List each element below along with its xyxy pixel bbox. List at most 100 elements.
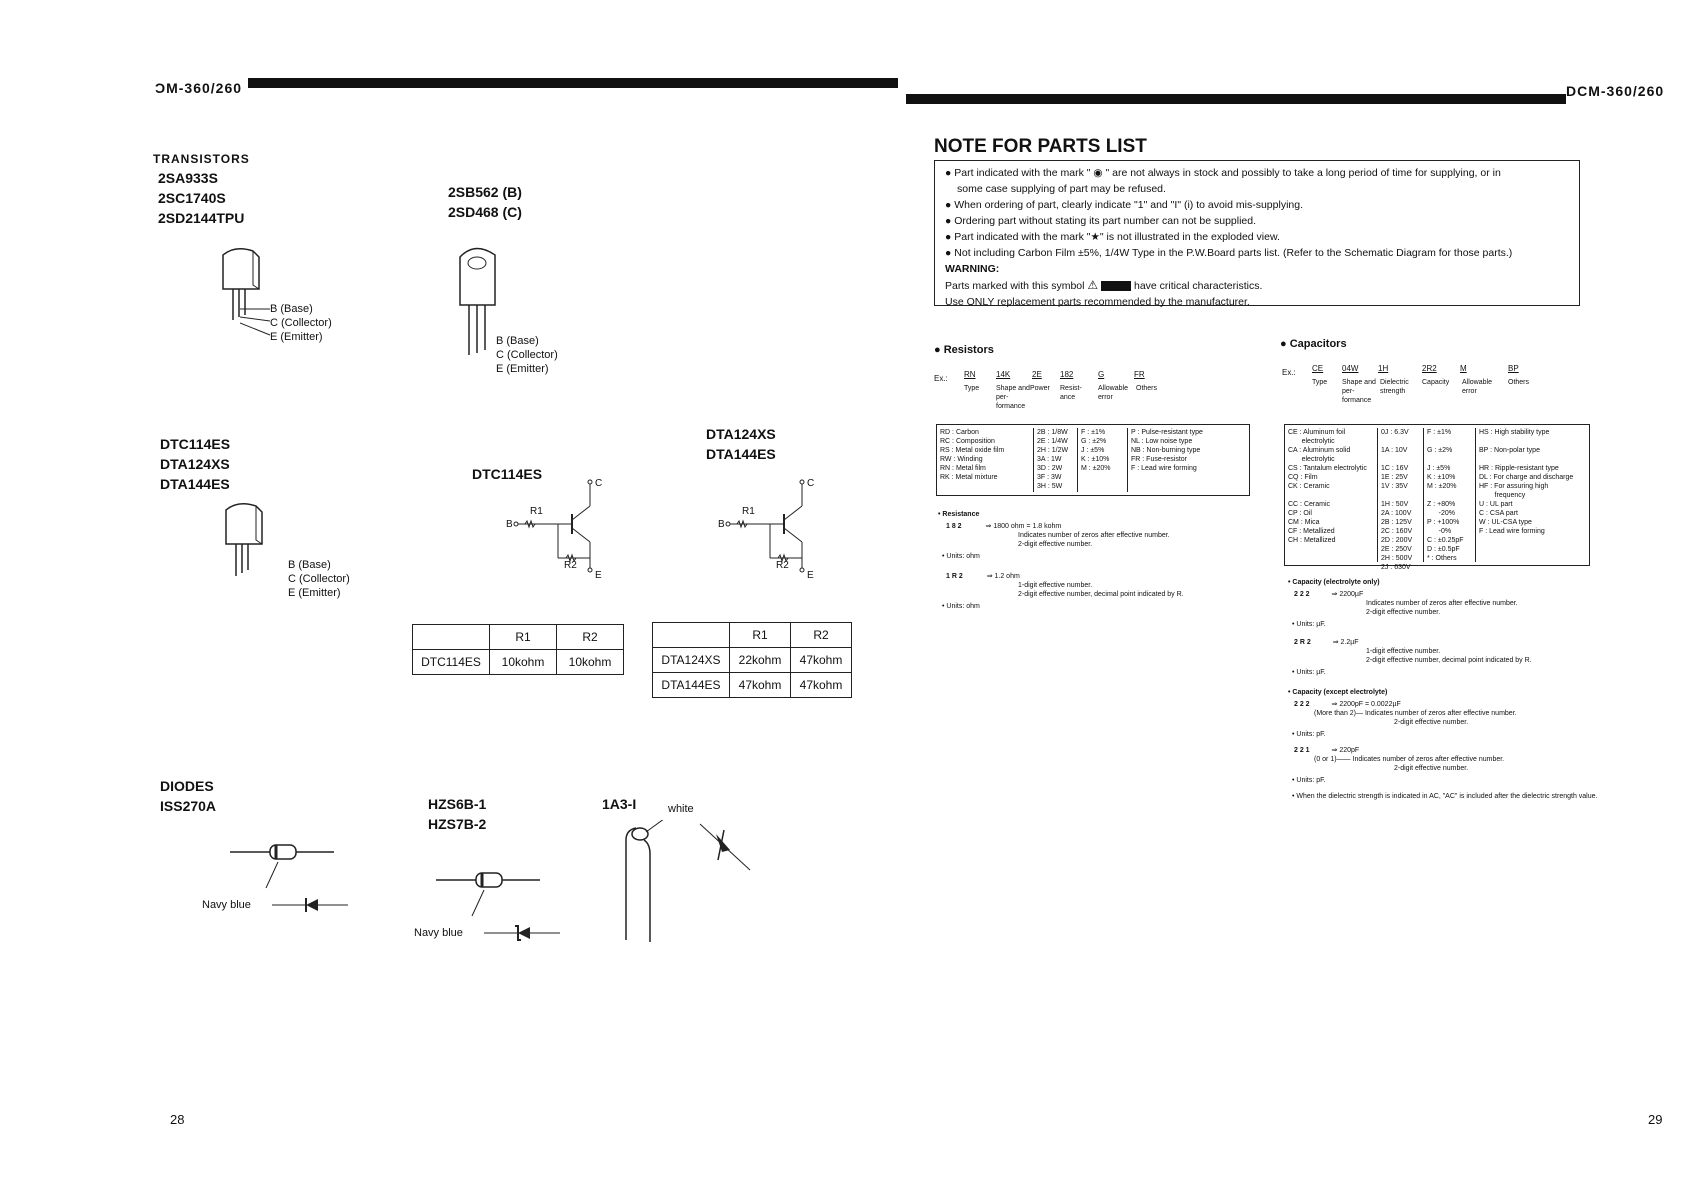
resistance-example-1: 1 8 2 ⇒ 1800 ohm = 1.8 kohm Indicates nu… xyxy=(946,522,1246,549)
pin-leader-lines xyxy=(240,308,271,336)
r1-label: R1 xyxy=(742,506,755,517)
part-label: 2SD468 (C) xyxy=(448,204,522,220)
code-caption: Others xyxy=(1508,379,1530,386)
code-part: CE xyxy=(1312,364,1324,373)
resistor-ex-label: Ex.: xyxy=(934,374,948,383)
transistor-group-1: 2SA933S 2SC1740S 2SD2144TPU xyxy=(158,168,244,228)
table-header-row: R1 R2 xyxy=(412,624,624,650)
units-label: • Units: ohm xyxy=(942,603,980,610)
pin-emitter-label: E (Emitter) xyxy=(288,587,341,599)
note-text: When ordering of part, clearly indicate … xyxy=(954,199,1304,211)
note-item: ● Ordering part without stating its part… xyxy=(945,215,1257,227)
capacitor-error-column: F : ±1% G : ±2% J : ±5% K : ±10% M : ±20… xyxy=(1423,428,1464,562)
capacity-example-2: 2 R 2 ⇒ 2.2µF 1-digit effective number. … xyxy=(1294,638,1594,665)
diode-2-labels: HZS6B-1 HZS7B-2 xyxy=(428,794,486,834)
pin-base-label: B (Base) xyxy=(270,303,313,315)
table-header-cell: R2 xyxy=(790,622,852,648)
resistor-power-column: 2B : 1/8W 2E : 1/4W 2H : 1/2W 3A : 1W 3D… xyxy=(1033,428,1068,492)
table-header-cell: R1 xyxy=(489,624,557,650)
transistor-to92-drawing xyxy=(222,248,260,320)
example-value: ⇒ 2200pF = 0.0022µF xyxy=(1331,701,1401,708)
navy-blue-label: Navy blue xyxy=(414,927,463,939)
capacity-except-heading: • Capacity (except electrolyte) xyxy=(1288,689,1388,696)
table-cell: 22kohm xyxy=(729,647,791,673)
code-part: 14K xyxy=(996,370,1011,379)
dielectric-footnote: • When the dielectric strength is indica… xyxy=(1292,793,1598,800)
resistance-example-2: 1 R 2 ⇒ 1.2 ohm 1-digit effective number… xyxy=(946,572,1266,599)
code-part: 1H xyxy=(1378,364,1389,373)
example-note: 2-digit effective number. xyxy=(1394,719,1469,726)
example-note: (More than 2)— Indicates number of zeros… xyxy=(1314,710,1517,717)
pin-labels-2: B (Base) C (Collector) E (Emitter) xyxy=(496,334,558,376)
code-part: G xyxy=(1098,370,1105,379)
c-label: C xyxy=(807,478,815,489)
warning-line-1: Parts marked with this symbol ⚠ have cri… xyxy=(945,277,1569,294)
circuit-schematic xyxy=(725,479,805,573)
r2-label: R2 xyxy=(776,560,789,571)
table-header-cell: R2 xyxy=(556,624,624,650)
example-note: 2-digit effective number, decimal point … xyxy=(1366,657,1532,664)
resistance-heading: • Resistance xyxy=(938,511,980,518)
transistor-group-4: DTA124XS DTA144ES xyxy=(706,424,776,464)
capacitor-code-example: CE 04W 1H 2R2 M BP Type Shape and per- f… xyxy=(1312,364,1612,414)
example-code: 2 2 1 xyxy=(1294,747,1310,754)
code-caption: Resist- ance xyxy=(1060,385,1082,401)
note-title: NOTE FOR PARTS LIST xyxy=(934,136,1147,157)
right-page-number: 29 xyxy=(1648,1112,1663,1127)
units-text: Units: µF. xyxy=(1296,621,1326,628)
example-code: 2 2 2 xyxy=(1294,591,1310,598)
resistor-code-table: RD : Carbon RC : Composition RS : Metal … xyxy=(936,424,1250,496)
note-item: some case supplying of part may be refus… xyxy=(945,181,1569,197)
part-label: DTA124XS xyxy=(706,426,776,442)
note-item: ● Part indicated with the mark " ◉ " are… xyxy=(945,167,1501,179)
c-label: C xyxy=(595,478,603,489)
b-label: B xyxy=(506,519,513,530)
code-caption: Type xyxy=(1312,379,1328,386)
part-label: HZS7B-2 xyxy=(428,816,487,832)
table-cell: 10kohm xyxy=(556,649,624,675)
capacitor-voltage-column: 0J : 6.3V 1A : 10V 1C : 16V 1E : 25V 1V … xyxy=(1377,428,1412,571)
resistor-error-column: F : ±1% G : ±2% J : ±5% K : ±10% M : ±20… xyxy=(1077,428,1111,492)
pin-emitter-label: E (Emitter) xyxy=(270,331,323,343)
pin-collector-label: C (Collector) xyxy=(270,317,332,329)
pin-labels-3: B (Base) C (Collector) E (Emitter) xyxy=(288,558,350,600)
left-header: ƆM-360/260 xyxy=(155,80,243,96)
left-page-number: 28 xyxy=(170,1112,185,1127)
resistor-value-table-1: R1 R2 DTC114ES 10kohm 10kohm xyxy=(412,624,624,675)
pin-collector-label: C (Collector) xyxy=(288,573,350,585)
table-row: DTC114ES 10kohm 10kohm xyxy=(412,649,624,675)
table-cell: 47kohm xyxy=(790,647,852,673)
pin-emitter-label: E (Emitter) xyxy=(496,363,549,375)
units-label: • Units: ohm xyxy=(942,553,980,560)
example-note: 2-digit effective number. xyxy=(1366,609,1441,616)
part-label: DTA124XS xyxy=(160,456,230,472)
warning-triangle-icon: ⚠ xyxy=(1087,278,1099,292)
capacitors-heading: ● Capacitors xyxy=(1280,338,1347,350)
example-note: Indicates number of zeros after effectiv… xyxy=(1018,532,1170,539)
capacitor-code-table: CE : Aluminum foil electrolytic CA : Alu… xyxy=(1284,424,1590,571)
heading-text: Capacity (electrolyte only) xyxy=(1292,579,1380,586)
code-part: BP xyxy=(1508,364,1519,373)
table-header-cell xyxy=(652,622,730,648)
r1-label: R1 xyxy=(530,506,543,517)
transistors-heading: TRANSISTORS xyxy=(153,152,250,166)
digital-transistor-circuit-2: R1 B C E R2 xyxy=(712,470,822,581)
example-note: 2-digit effective number. xyxy=(1394,765,1469,772)
table-cell: DTA124XS xyxy=(652,647,730,673)
transistor-to92-drawing xyxy=(225,503,263,576)
example-value: ⇒ 1.2 ohm xyxy=(986,573,1020,580)
table-header-cell xyxy=(412,624,490,650)
resistors-heading: ● Resistors xyxy=(934,344,994,356)
table-header-row: R1 R2 xyxy=(652,622,852,648)
units-text: Units: µF. xyxy=(1296,669,1326,676)
navy-blue-label: Navy blue xyxy=(202,899,251,911)
example-note: 2-digit effective number, decimal point … xyxy=(1018,591,1184,598)
r2-label: R2 xyxy=(564,560,577,571)
note-text: Part indicated with the mark "★" is not … xyxy=(954,231,1280,243)
e-label: E xyxy=(807,570,814,581)
warning-text: Parts marked with this symbol xyxy=(945,280,1085,292)
table-row: DTA144ES 47kohm 47kohm xyxy=(652,672,852,698)
part-label: 2SC1740S xyxy=(158,190,226,206)
code-caption: Type xyxy=(964,385,980,392)
right-header: DCM-360/260 xyxy=(1566,83,1665,99)
